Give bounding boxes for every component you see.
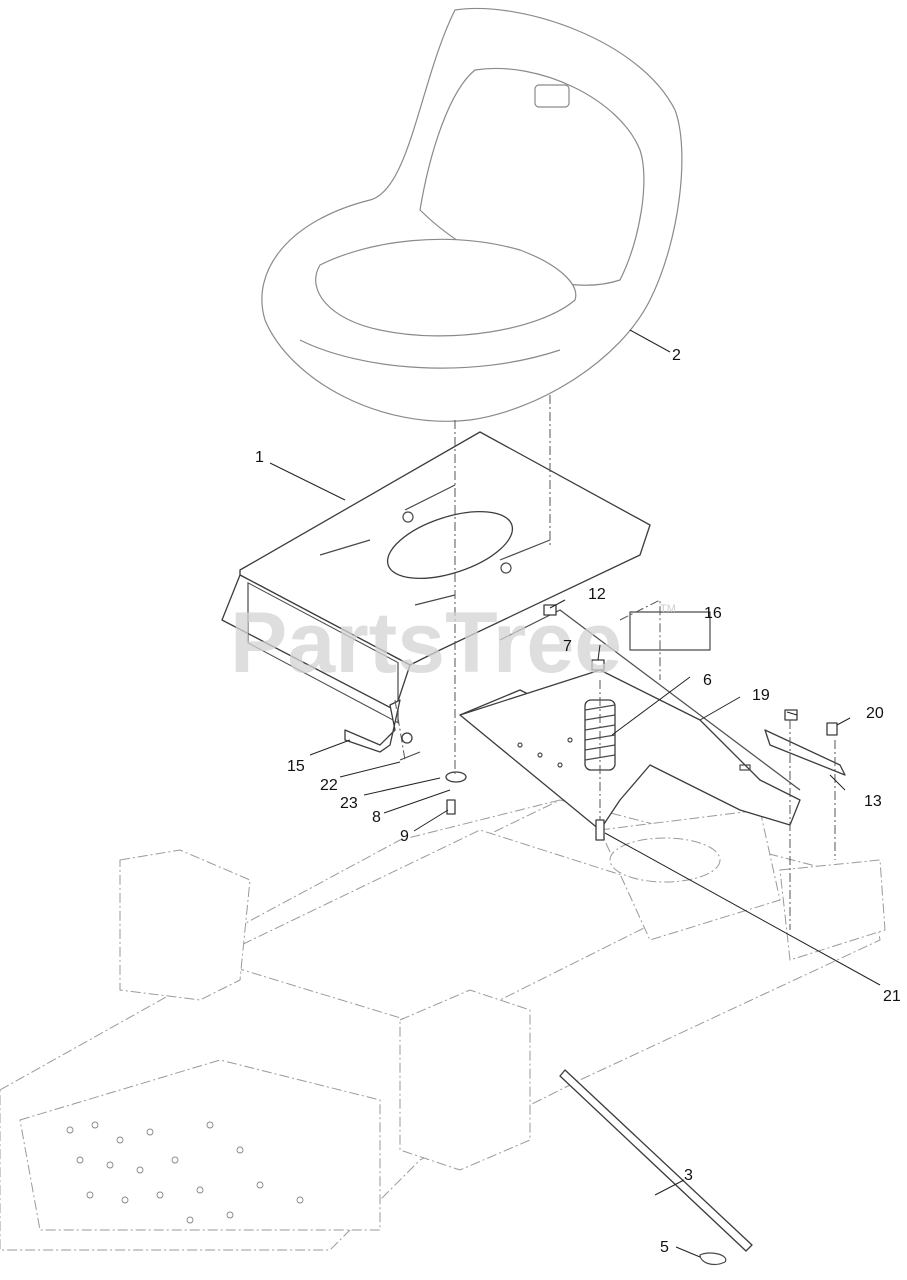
callout-19: 19 <box>752 687 770 704</box>
seat-pan <box>221 431 651 724</box>
callout-1: 1 <box>255 449 264 466</box>
callout-15: 15 <box>287 758 305 775</box>
hardware <box>344 604 846 841</box>
seat <box>261 7 683 422</box>
watermark-text: PartsTree <box>230 595 622 691</box>
seat-mount-plate <box>459 609 801 831</box>
callout-6: 6 <box>703 672 712 689</box>
watermark-tm: TM <box>660 603 676 615</box>
callout-5: 5 <box>660 1239 669 1256</box>
callout-20: 20 <box>866 705 884 722</box>
callout-22: 22 <box>320 777 338 794</box>
tractor-frame <box>0 799 886 1251</box>
watermark: PartsTree TM <box>230 595 676 691</box>
callout-12: 12 <box>588 586 606 603</box>
callout-13: 13 <box>864 793 882 810</box>
alignment-lines <box>394 395 836 930</box>
callout-7: 7 <box>563 638 572 655</box>
callout-9: 9 <box>400 828 409 845</box>
callout-3: 3 <box>684 1167 693 1184</box>
rod <box>559 1069 753 1266</box>
callout-21: 21 <box>883 988 901 1005</box>
callout-8: 8 <box>372 809 381 826</box>
callout-2: 2 <box>672 347 681 364</box>
callout-16: 16 <box>704 605 722 622</box>
leader-lines <box>269 329 881 1258</box>
callouts: 1 2 3 5 6 7 8 9 12 13 15 16 19 20 21 22 … <box>255 347 901 1256</box>
callout-23: 23 <box>340 795 358 812</box>
